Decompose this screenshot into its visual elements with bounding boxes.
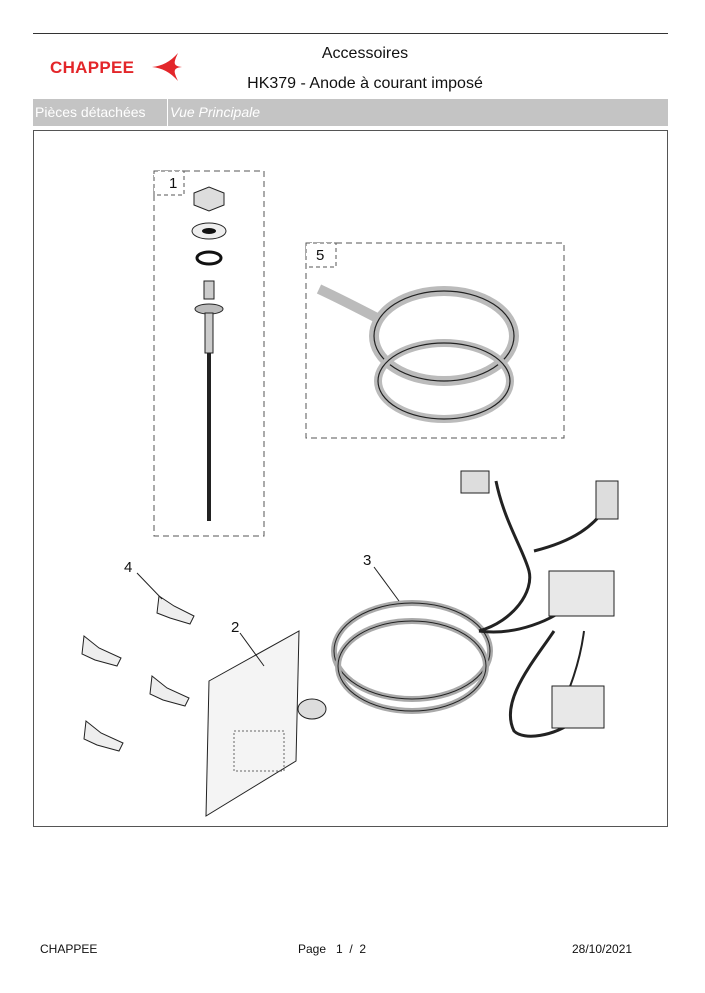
plug-connector-icon bbox=[595, 480, 619, 520]
junction-box-icon bbox=[551, 685, 605, 729]
parts-illustration bbox=[81, 170, 619, 817]
callout-3: 3 bbox=[363, 552, 372, 569]
callout-5: 5 bbox=[316, 247, 325, 264]
logo-swoosh-icon bbox=[152, 53, 182, 81]
top-rule bbox=[33, 33, 668, 34]
leader-4 bbox=[136, 572, 163, 600]
logo-text: CHAPPEE bbox=[50, 58, 135, 77]
terminal-clips-icon bbox=[81, 595, 195, 752]
leader-2 bbox=[239, 632, 265, 667]
exploded-view-drawing: 1 5 4 2 3 bbox=[33, 130, 668, 827]
seal-rings-icon bbox=[316, 284, 519, 423]
part5-box bbox=[305, 242, 565, 439]
part5-callout-box bbox=[305, 242, 337, 268]
sensor-clip-icon bbox=[460, 470, 490, 494]
anode-rod-icon bbox=[194, 280, 224, 521]
part1-box bbox=[153, 170, 265, 537]
page-title: Accessoires bbox=[321, 45, 409, 62]
part1-callout-box bbox=[153, 170, 185, 196]
nut-icon bbox=[193, 186, 225, 212]
page-subtitle: HK379 - Anode à courant imposé bbox=[247, 75, 483, 92]
footer-date: 28/10/2021 bbox=[572, 942, 633, 956]
tab-vue-principale[interactable]: Vue Principale bbox=[170, 104, 261, 120]
terminal-block-icon bbox=[548, 570, 615, 617]
callout-4: 4 bbox=[124, 559, 133, 576]
chappee-logo: CHAPPEE bbox=[50, 52, 190, 86]
circuit-board-icon bbox=[205, 630, 327, 817]
callout-1: 1 bbox=[169, 175, 178, 192]
tab-pieces-detachees[interactable]: Pièces détachées bbox=[33, 99, 168, 126]
leader-3 bbox=[373, 566, 400, 602]
callout-2: 2 bbox=[231, 619, 240, 636]
footer-brand: CHAPPEE bbox=[40, 942, 98, 956]
footer-page: Page 1 / 2 bbox=[298, 942, 367, 956]
o-ring-icon bbox=[195, 250, 223, 266]
tab-bar: Pièces détachées Vue Principale bbox=[33, 99, 668, 126]
